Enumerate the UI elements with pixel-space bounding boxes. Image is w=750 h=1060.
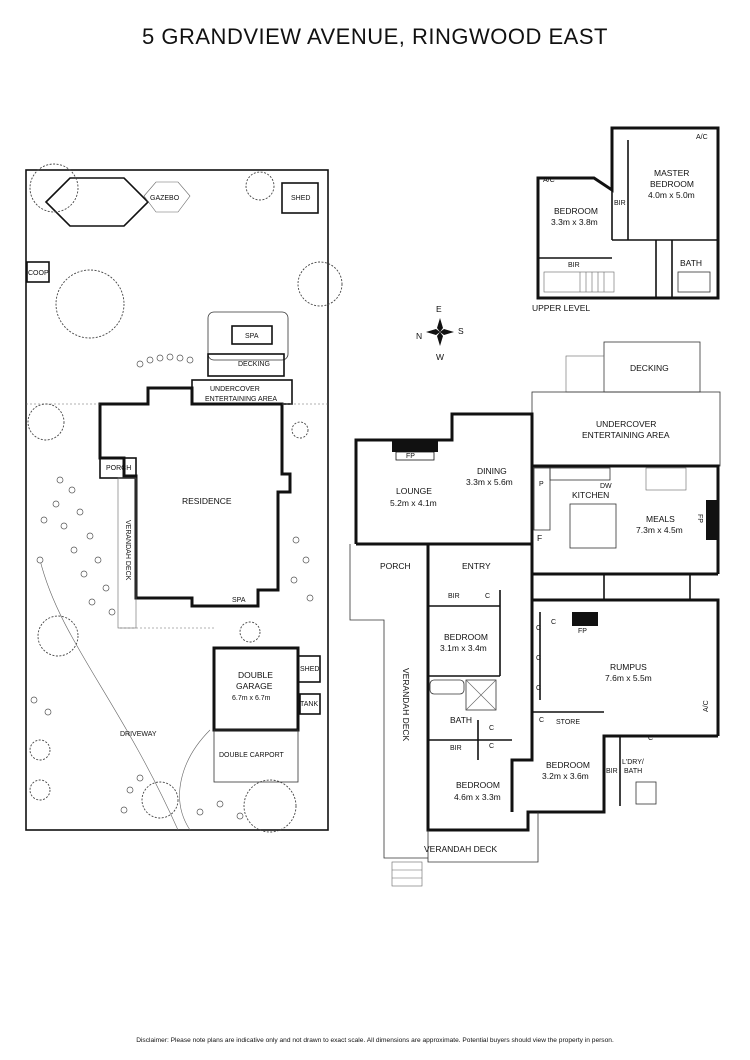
ground-c2: C xyxy=(551,619,556,626)
site-shrubs xyxy=(30,353,314,820)
site-residence-label: RESIDENCE xyxy=(182,496,232,506)
site-shed xyxy=(281,182,319,214)
ground-bed2-dim: 4.6m x 3.3m xyxy=(454,792,501,802)
ground-c4: C xyxy=(536,685,541,692)
ground-bed3-dim: 3.2m x 3.6m xyxy=(542,771,589,781)
ground-bir-a: BIR xyxy=(448,593,460,600)
site-undercover-line2: ENTERTAINING AREA xyxy=(205,396,277,403)
ground-ldry2: BATH xyxy=(624,768,642,775)
upper-bath: BATH xyxy=(680,258,702,268)
ground-meals-dim: 7.3m x 4.5m xyxy=(636,525,683,535)
upper-level-label: UPPER LEVEL xyxy=(532,303,590,313)
ground-rumpus: RUMPUS xyxy=(610,662,647,672)
upper-bir1: BIR xyxy=(614,200,626,207)
ground-bed1: BEDROOM xyxy=(444,632,488,642)
site-verandah-label: VERANDAH DECK xyxy=(124,520,131,581)
ground-decking-label: DECKING xyxy=(630,363,669,373)
upper-outline xyxy=(536,126,720,300)
site-driveway-label: DRIVEWAY xyxy=(120,731,157,738)
ground-verandah-v: VERANDAH DECK xyxy=(401,668,411,742)
ground-c7: C xyxy=(539,717,544,724)
ground-dining: DINING xyxy=(477,466,507,476)
upper-bedroom-dim: 3.3m x 3.8m xyxy=(551,217,598,227)
compass-s: S xyxy=(458,326,464,336)
ground-bath: BATH xyxy=(450,715,472,725)
ground-entry: ENTRY xyxy=(462,561,491,571)
ground-lounge-dim: 5.2m x 4.1m xyxy=(390,498,437,508)
site-gazebo-label: GAZEBO xyxy=(150,195,180,202)
upper-ac1: A/C xyxy=(543,177,555,184)
ground-fp3: FP xyxy=(578,628,587,635)
ground-ldry: L'DRY/ xyxy=(622,759,644,766)
ground-c6: C xyxy=(489,743,494,750)
ground-dining-dim: 3.3m x 5.6m xyxy=(466,477,513,487)
ground-c-a: C xyxy=(485,593,490,600)
ground-bed3: BEDROOM xyxy=(546,760,590,770)
ground-undercover xyxy=(531,391,721,467)
disclaimer: Disclaimer: Please note plans are indica… xyxy=(136,1037,614,1044)
page-title: 5 GRANDVIEW AVENUE, RINGWOOD EAST xyxy=(142,24,608,49)
ground-bir-c: BIR xyxy=(606,768,618,775)
ground-store: STORE xyxy=(556,719,580,726)
ground-bed2: BEDROOM xyxy=(456,780,500,790)
site-coop xyxy=(26,261,50,283)
ground-floor-plan: DECKING UNDERCOVER ENTERTAINING AREA xyxy=(349,341,721,887)
ground-porch: PORCH xyxy=(380,561,411,571)
compass-w: W xyxy=(436,352,444,362)
ground-bed1-dim: 3.1m x 3.4m xyxy=(440,643,487,653)
ground-undercover-line1: UNDERCOVER xyxy=(596,419,656,429)
upper-master-line2: BEDROOM xyxy=(650,179,694,189)
site-garage-dim: 6.7m x 6.7m xyxy=(232,695,271,702)
ground-verandah-h: VERANDAH DECK xyxy=(424,844,498,854)
ground-kitchen: KITCHEN xyxy=(572,490,609,500)
upper-level-plan: A/C A/C MASTER BEDROOM 4.0m x 5.0m BEDRO… xyxy=(532,126,720,313)
upper-ac2: A/C xyxy=(696,134,708,141)
ground-fp2: FP xyxy=(696,514,703,523)
ground-bir-b: BIR xyxy=(450,745,462,752)
site-boundary xyxy=(25,169,329,831)
compass-rose: E N S W xyxy=(416,304,464,362)
site-plan: GAZEBO SHED COOP SPA DECKING UNDERCOVER … xyxy=(25,163,343,833)
ground-dw: DW xyxy=(600,483,612,490)
upper-bedroom: BEDROOM xyxy=(554,206,598,216)
site-spa xyxy=(231,325,273,345)
site-carport xyxy=(213,729,299,783)
gazebo xyxy=(44,177,150,227)
compass-n: N xyxy=(416,331,422,341)
ground-p: P xyxy=(539,481,544,488)
site-carport-label: DOUBLE CARPORT xyxy=(219,752,285,759)
ground-fp1: FP xyxy=(406,453,415,460)
ground-c1: C xyxy=(536,625,541,632)
site-garage-line1: DOUBLE xyxy=(238,670,273,680)
upper-master-line1: MASTER xyxy=(654,168,689,178)
upper-master-dim: 4.0m x 5.0m xyxy=(648,190,695,200)
site-tank-label: TANK xyxy=(300,701,318,708)
site-shed2-label: SHED xyxy=(300,666,319,673)
site-shed-label: SHED xyxy=(291,195,310,202)
site-spa2-label: SPA xyxy=(232,597,246,604)
ground-meals: MEALS xyxy=(646,514,675,524)
site-decking xyxy=(207,353,285,377)
upper-bir2: BIR xyxy=(568,262,580,269)
site-garage-line2: GARAGE xyxy=(236,681,273,691)
ground-rumpus-dim: 7.6m x 5.5m xyxy=(605,673,652,683)
site-spa-label: SPA xyxy=(245,333,259,340)
ground-c8: C xyxy=(648,735,653,742)
site-decking-label: DECKING xyxy=(238,361,270,368)
ground-undercover-line2: ENTERTAINING AREA xyxy=(582,430,670,440)
ground-f: F xyxy=(537,533,542,543)
ground-c5: C xyxy=(489,725,494,732)
site-undercover-line1: UNDERCOVER xyxy=(210,386,260,393)
ground-lounge: LOUNGE xyxy=(396,486,432,496)
ground-c3: C xyxy=(536,655,541,662)
compass-e: E xyxy=(436,304,442,314)
site-coop-label: COOP xyxy=(28,270,49,277)
ground-ac: A/C xyxy=(703,700,710,712)
site-trees xyxy=(27,163,343,833)
site-porch-label: PORCH xyxy=(106,465,131,472)
